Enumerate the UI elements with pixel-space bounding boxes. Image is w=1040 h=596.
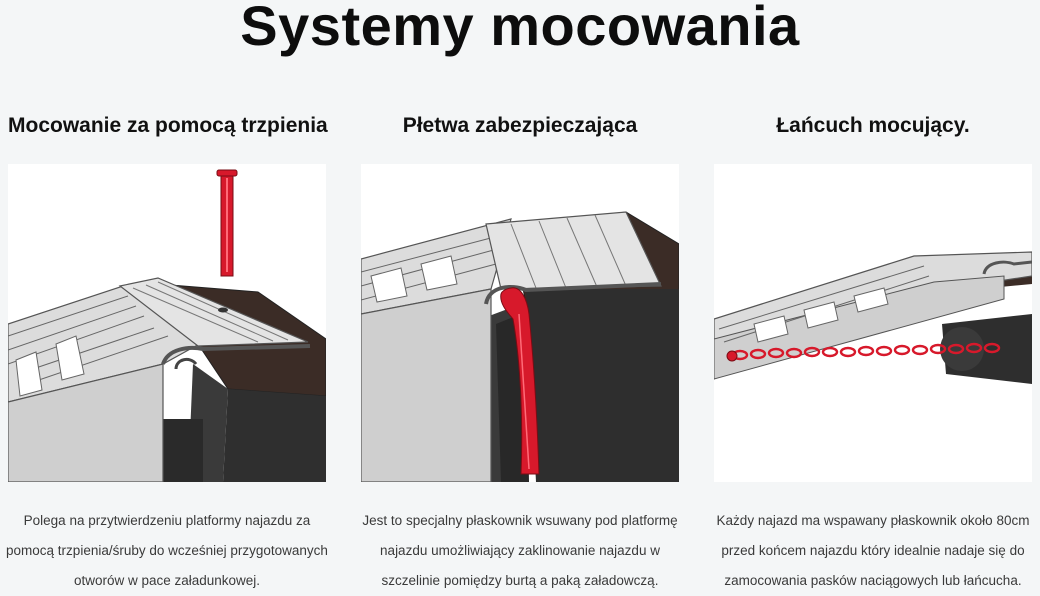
feature-title: Płetwa zabezpieczająca xyxy=(402,114,638,137)
feature-description: Każdy najazd ma wspawany płaskownik okoł… xyxy=(716,513,1030,588)
ramp-pin-illustration xyxy=(8,164,326,482)
feature-title: Mocowanie za pomocą trzpienia xyxy=(8,114,328,137)
page-title: Systemy mocowania xyxy=(240,0,800,57)
ramp-chain-illustration xyxy=(714,164,1032,482)
feature-chain-mount: Łańcuch mocujący. xyxy=(714,110,1032,588)
feature-fin-mount: Płetwa zabezpieczająca xyxy=(361,110,679,588)
feature-description: Jest to specjalny płaskownik wsuwany pod… xyxy=(362,513,678,588)
feature-description: Polega na przytwierdzeniu platformy naja… xyxy=(6,513,328,588)
ramp-fin-illustration xyxy=(361,164,679,482)
feature-title: Łańcuch mocujący. xyxy=(776,114,970,137)
feature-pin-mount: Mocowanie za pomocą trzpienia xyxy=(6,110,328,588)
